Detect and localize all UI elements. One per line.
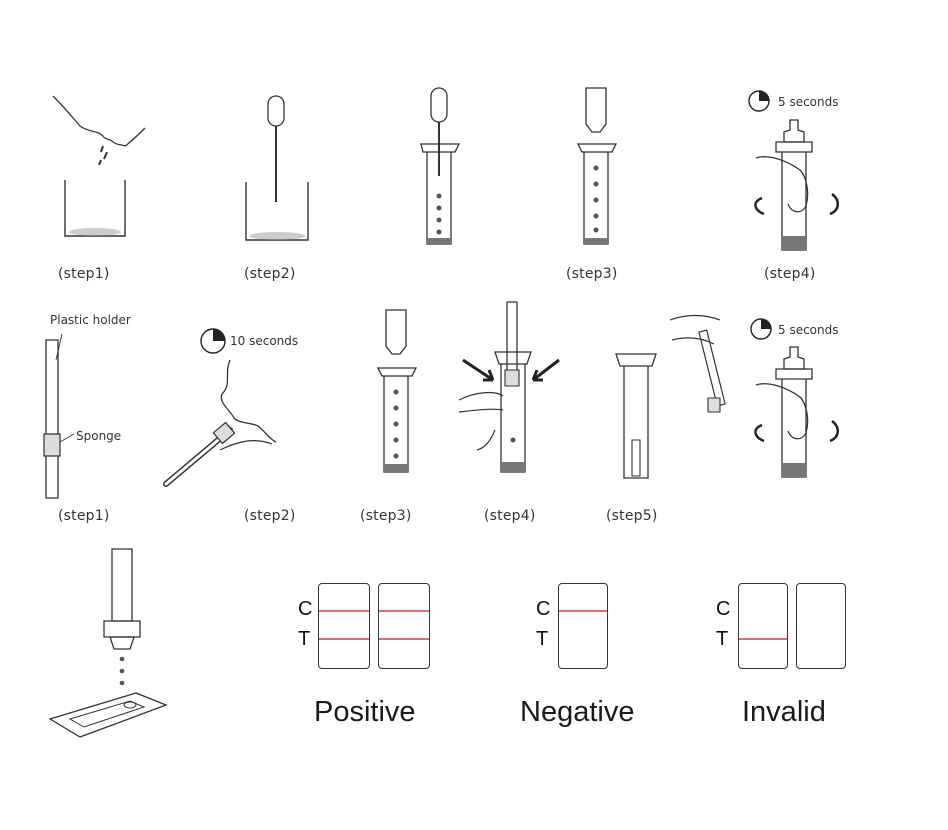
step-label: (step2) [244, 508, 296, 524]
rotate-tube-illustration [748, 345, 848, 485]
timer-icon [200, 328, 226, 354]
dropper-into-tube-illustration [570, 86, 630, 256]
positive-strip-1 [318, 583, 370, 669]
sponge-label: Sponge [76, 429, 122, 443]
swab-illustration [42, 330, 122, 500]
rotate-arrow-left [755, 425, 764, 441]
dropper-into-tube-illustration [370, 308, 430, 480]
cassette-outline [50, 693, 166, 737]
invalid-caption: Invalid [742, 696, 826, 728]
positive-strip-2 [378, 583, 430, 669]
face-profile-outline [221, 360, 276, 442]
timer-icon [750, 318, 772, 340]
pipette-bulb [268, 96, 284, 126]
face-profile-outline [53, 96, 145, 146]
control-line [319, 610, 369, 612]
control-line-label: C [536, 598, 551, 620]
rotate-arrow-left [755, 198, 764, 214]
hand-outline [220, 441, 272, 450]
invalid-strip-2 [796, 583, 846, 669]
pipette-into-cup-illustration [240, 92, 330, 252]
rotate-arrow-right [830, 194, 838, 214]
remove-swab-illustration [610, 300, 740, 482]
test-line-label: T [298, 628, 311, 650]
plastic-holder-label: Plastic holder [50, 313, 131, 327]
control-line-label: C [298, 598, 313, 620]
spit-into-cup-illustration [45, 88, 165, 248]
press-arrow-left [463, 360, 493, 380]
step-label: (step5) [606, 508, 658, 524]
rotate-tube-illustration [748, 118, 848, 258]
hand-outline [670, 316, 720, 345]
timer-icon [748, 90, 770, 112]
positive-caption: Positive [314, 696, 416, 728]
negative-strip [558, 583, 608, 669]
step-label: (step4) [764, 266, 816, 282]
test-line-label: T [536, 628, 549, 650]
control-line [379, 610, 429, 612]
swab-in-mouth-illustration [160, 360, 290, 490]
hand-outline [459, 393, 503, 450]
step-label: (step4) [484, 508, 536, 524]
negative-caption: Negative [520, 696, 635, 728]
drop-on-cassette-illustration [40, 545, 170, 745]
cup-outline [65, 180, 125, 236]
press-arrow-right [533, 360, 559, 380]
invalid-strip-1 [738, 583, 788, 669]
squeeze-swab-illustration [455, 300, 565, 482]
saliva-drops [99, 146, 107, 165]
step-label: (step3) [566, 266, 618, 282]
hand-outline [756, 384, 808, 439]
test-line [379, 638, 429, 640]
rotate-arrow-right [830, 421, 838, 441]
timer-text: 5 seconds [778, 95, 839, 109]
step-label: (step1) [58, 266, 110, 282]
step-label: (step2) [244, 266, 296, 282]
timer-text: 10 seconds [230, 334, 299, 348]
test-line [319, 638, 369, 640]
step-label: (step3) [360, 508, 412, 524]
test-line-label: T [716, 628, 729, 650]
hand-outline [756, 157, 808, 212]
timer-text: 5 seconds [778, 323, 839, 337]
control-line [559, 610, 607, 612]
step-label: (step1) [58, 508, 110, 524]
control-line-label: C [716, 598, 731, 620]
test-line [739, 638, 787, 640]
pipette-into-tube-illustration [415, 86, 475, 256]
